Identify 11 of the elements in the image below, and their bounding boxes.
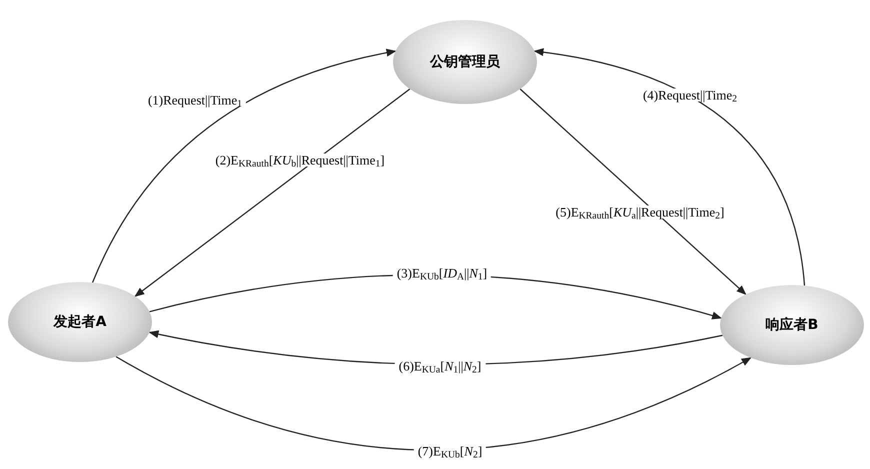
arrow bbox=[116, 356, 752, 451]
edge-label: (7)E$_{KUb}$[N$_{2}$] bbox=[414, 444, 486, 458]
edge-label: (6)E$_{KUa}$[N$_{1}$||N$_{2}$] bbox=[394, 360, 486, 372]
arrow bbox=[534, 48, 806, 286]
node-label: 响应者B bbox=[766, 316, 818, 334]
arrow bbox=[134, 88, 410, 297]
arrow bbox=[92, 49, 396, 283]
edge-label: (3)E$_{KUb}$[ID$_{A}$||N$_{1}$] bbox=[392, 266, 492, 280]
node-label: 公钥管理员 bbox=[430, 52, 500, 72]
arrow bbox=[520, 88, 746, 296]
node-label: 发起者A bbox=[54, 312, 106, 332]
